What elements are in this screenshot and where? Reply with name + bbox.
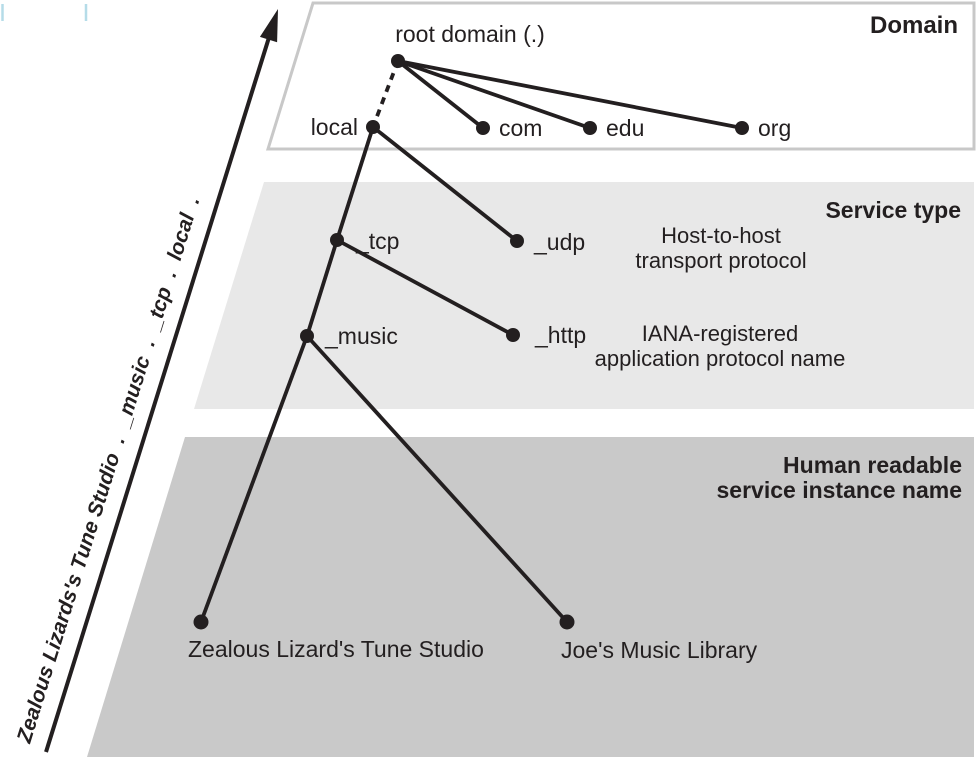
- node-label-http: _http: [534, 322, 586, 348]
- node-dot-joes: [559, 614, 575, 630]
- edge-root-edu: [397, 59, 591, 130]
- node-label-joes: Joe's Music Library: [561, 637, 758, 663]
- node-dot-local: [366, 120, 380, 134]
- service-type-band-label: Service type: [825, 197, 961, 223]
- node-label-zealous: Zealous Lizard's Tune Studio: [188, 636, 484, 662]
- edge-local-tcp: [335, 126, 375, 241]
- edge-music-joes: [305, 334, 569, 624]
- domain-band-label: Domain: [870, 12, 958, 39]
- annotation-application-line1: IANA-registered: [642, 321, 799, 346]
- node-dot-http: [506, 328, 520, 342]
- instance-name-band: [87, 437, 974, 757]
- axis-arrowhead-icon: [259, 9, 278, 43]
- node-dot-org: [735, 121, 749, 135]
- edge-tcp-music: [305, 239, 339, 337]
- node-label-tcp: _tcp: [355, 228, 399, 254]
- annotation-transport-line2: transport protocol: [635, 248, 806, 273]
- node-label-root: root domain (.): [395, 21, 545, 47]
- node-label-music: _music: [324, 323, 398, 349]
- node-dot-udp: [510, 234, 524, 248]
- instance-band-label-line2: service instance name: [717, 477, 962, 503]
- edge-root-com: [396, 59, 485, 130]
- edge-tcp-http: [336, 238, 514, 337]
- axis-arrow-shaft: [44, 30, 273, 753]
- edge-music-zealous: [199, 335, 309, 623]
- node-label-com: com: [499, 115, 542, 141]
- node-label-edu: edu: [606, 115, 644, 141]
- edge-local-udp: [371, 125, 519, 243]
- node-label-local: local: [311, 114, 358, 140]
- node-dot-com: [476, 121, 490, 135]
- node-dot-zealous: [193, 614, 209, 630]
- annotation-transport-line1: Host-to-host: [661, 223, 781, 248]
- instance-band-label-line1: Human readable: [783, 452, 962, 478]
- node-dot-tcp: [330, 233, 344, 247]
- domain-band: [265, 1, 976, 151]
- node-label-org: org: [758, 115, 791, 141]
- annotation-application-line2: application protocol name: [595, 346, 846, 371]
- node-dot-root: [391, 54, 405, 68]
- edge-root-local: [371, 60, 400, 128]
- service-type-band: [194, 182, 974, 409]
- node-label-udp: _udp: [533, 229, 585, 255]
- node-dot-music: [300, 329, 314, 343]
- edge-root-org: [397, 59, 743, 130]
- node-dot-edu: [583, 121, 597, 135]
